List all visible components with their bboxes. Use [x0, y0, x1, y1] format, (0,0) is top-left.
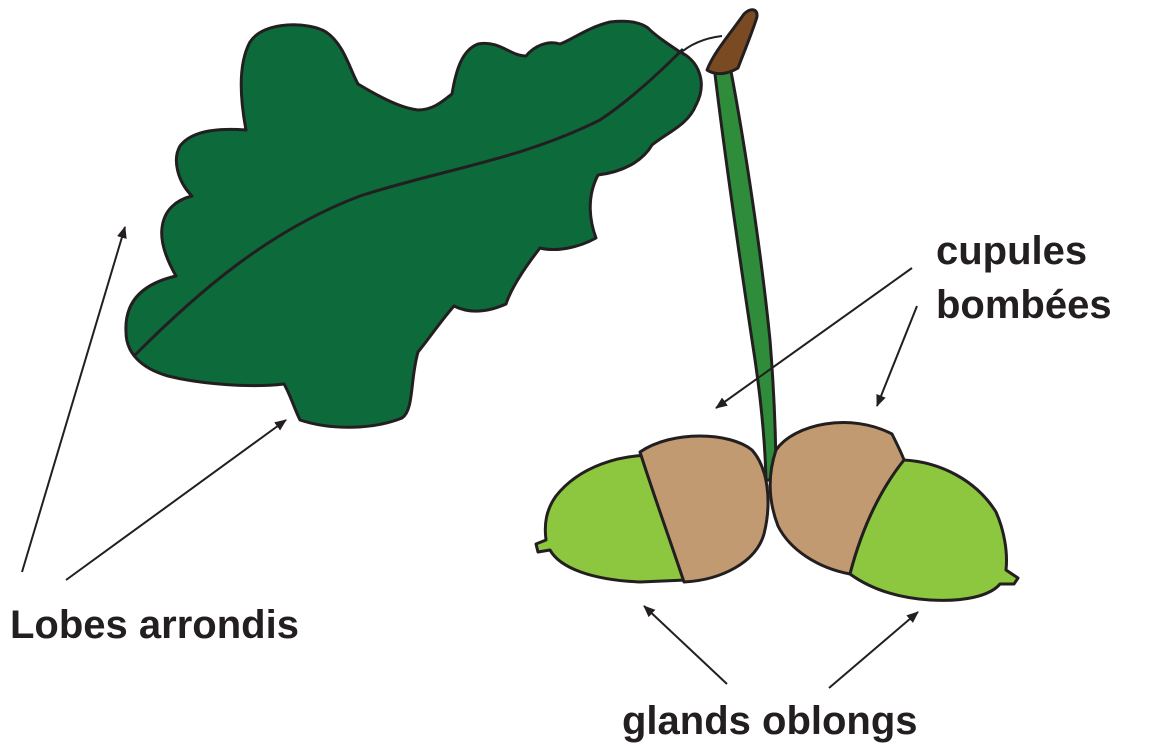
label-cupules-line2: bombées: [936, 283, 1112, 327]
twig: [707, 10, 757, 74]
acorn-stem: [714, 66, 776, 480]
arrow-lobes-lower: [66, 420, 286, 580]
arrow-glands-right: [829, 612, 918, 688]
arrow-lobes-upper: [22, 227, 125, 572]
arrow-glands-left: [644, 606, 727, 684]
arrow-cupules-right: [877, 306, 917, 406]
label-cupules-line1: cupules: [936, 229, 1087, 273]
oak-leaf: [126, 21, 701, 427]
label-lobes-arrondis: Lobes arrondis: [10, 603, 299, 647]
label-glands-oblongs: glands oblongs: [622, 699, 918, 743]
